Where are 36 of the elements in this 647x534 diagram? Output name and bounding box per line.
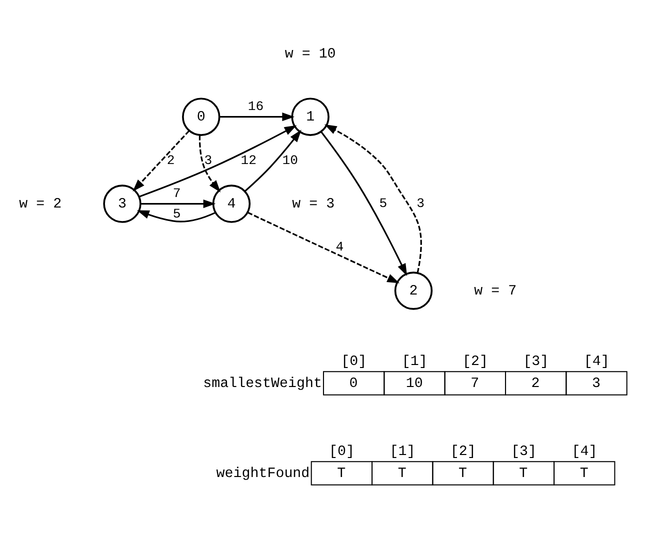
edge-label: 3 [204, 152, 212, 168]
label: [4] [571, 443, 597, 460]
label: T [336, 466, 346, 482]
label: T [518, 466, 528, 482]
edge-label: 2 [166, 152, 174, 168]
label: [2] [462, 353, 488, 370]
label: [0] [340, 353, 366, 370]
label: [3] [522, 353, 548, 370]
label: 2 [530, 376, 540, 392]
label: T [458, 466, 466, 482]
edge-label: 5 [172, 206, 180, 221]
label: smallestWeight [202, 376, 322, 392]
label: [4] [583, 353, 609, 370]
edge-label: 7 [172, 186, 180, 201]
label: [1] [401, 353, 427, 370]
edge-label: 4 [335, 239, 344, 254]
label: T [397, 466, 406, 482]
node-label: w = 2 [18, 196, 62, 212]
label: 0 [348, 376, 358, 392]
node-label: w = 10 [284, 46, 336, 62]
label: [1] [389, 443, 415, 460]
label: 7 [470, 376, 479, 392]
edge-label: 3 [416, 196, 424, 211]
node-label: w = 7 [474, 283, 516, 299]
edge-label: 12 [240, 152, 256, 168]
label: [0] [328, 443, 354, 460]
label: [3] [510, 443, 536, 460]
label: weightFound [216, 466, 310, 482]
label: 3 [591, 376, 600, 392]
label: 10 [405, 376, 422, 392]
label: T [579, 466, 588, 482]
edge-label: 16 [247, 98, 264, 114]
label: [2] [450, 443, 476, 460]
edge-label: 10 [282, 152, 298, 168]
node-label: w = 3 [292, 196, 334, 212]
edge-label: 5 [378, 196, 387, 211]
